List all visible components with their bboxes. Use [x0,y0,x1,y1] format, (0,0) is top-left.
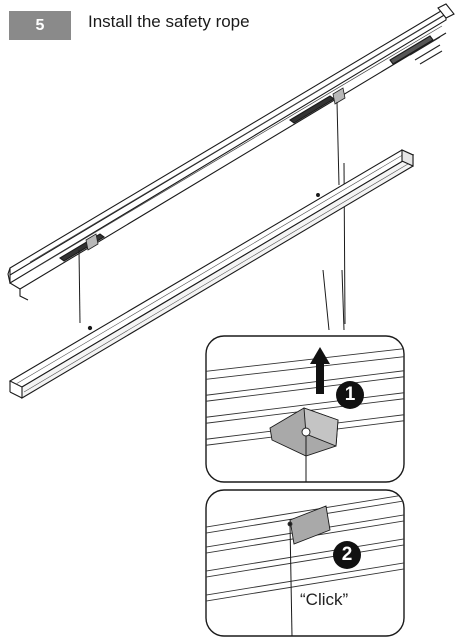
rope-clip [85,233,99,251]
detail-panel-1 [205,335,405,483]
step-header: 5 Install the safety rope [0,0,458,44]
safety-rope [336,101,340,186]
arrow-up-icon [310,347,330,394]
callout-number-1: 1 [336,381,364,409]
detail-panel-2 [205,489,405,637]
click-sound-label: “Click” [300,590,349,609]
luminaire-body [8,149,415,399]
callout-pointer [341,269,345,331]
step-title: Install the safety rope [88,12,250,31]
safety-rope [78,249,81,324]
rope-clip [332,87,346,105]
callout-number-2: 2 [333,541,361,569]
callout-pointer [322,269,330,331]
step-number-badge: 5 [9,11,71,40]
track-rail [7,3,455,301]
